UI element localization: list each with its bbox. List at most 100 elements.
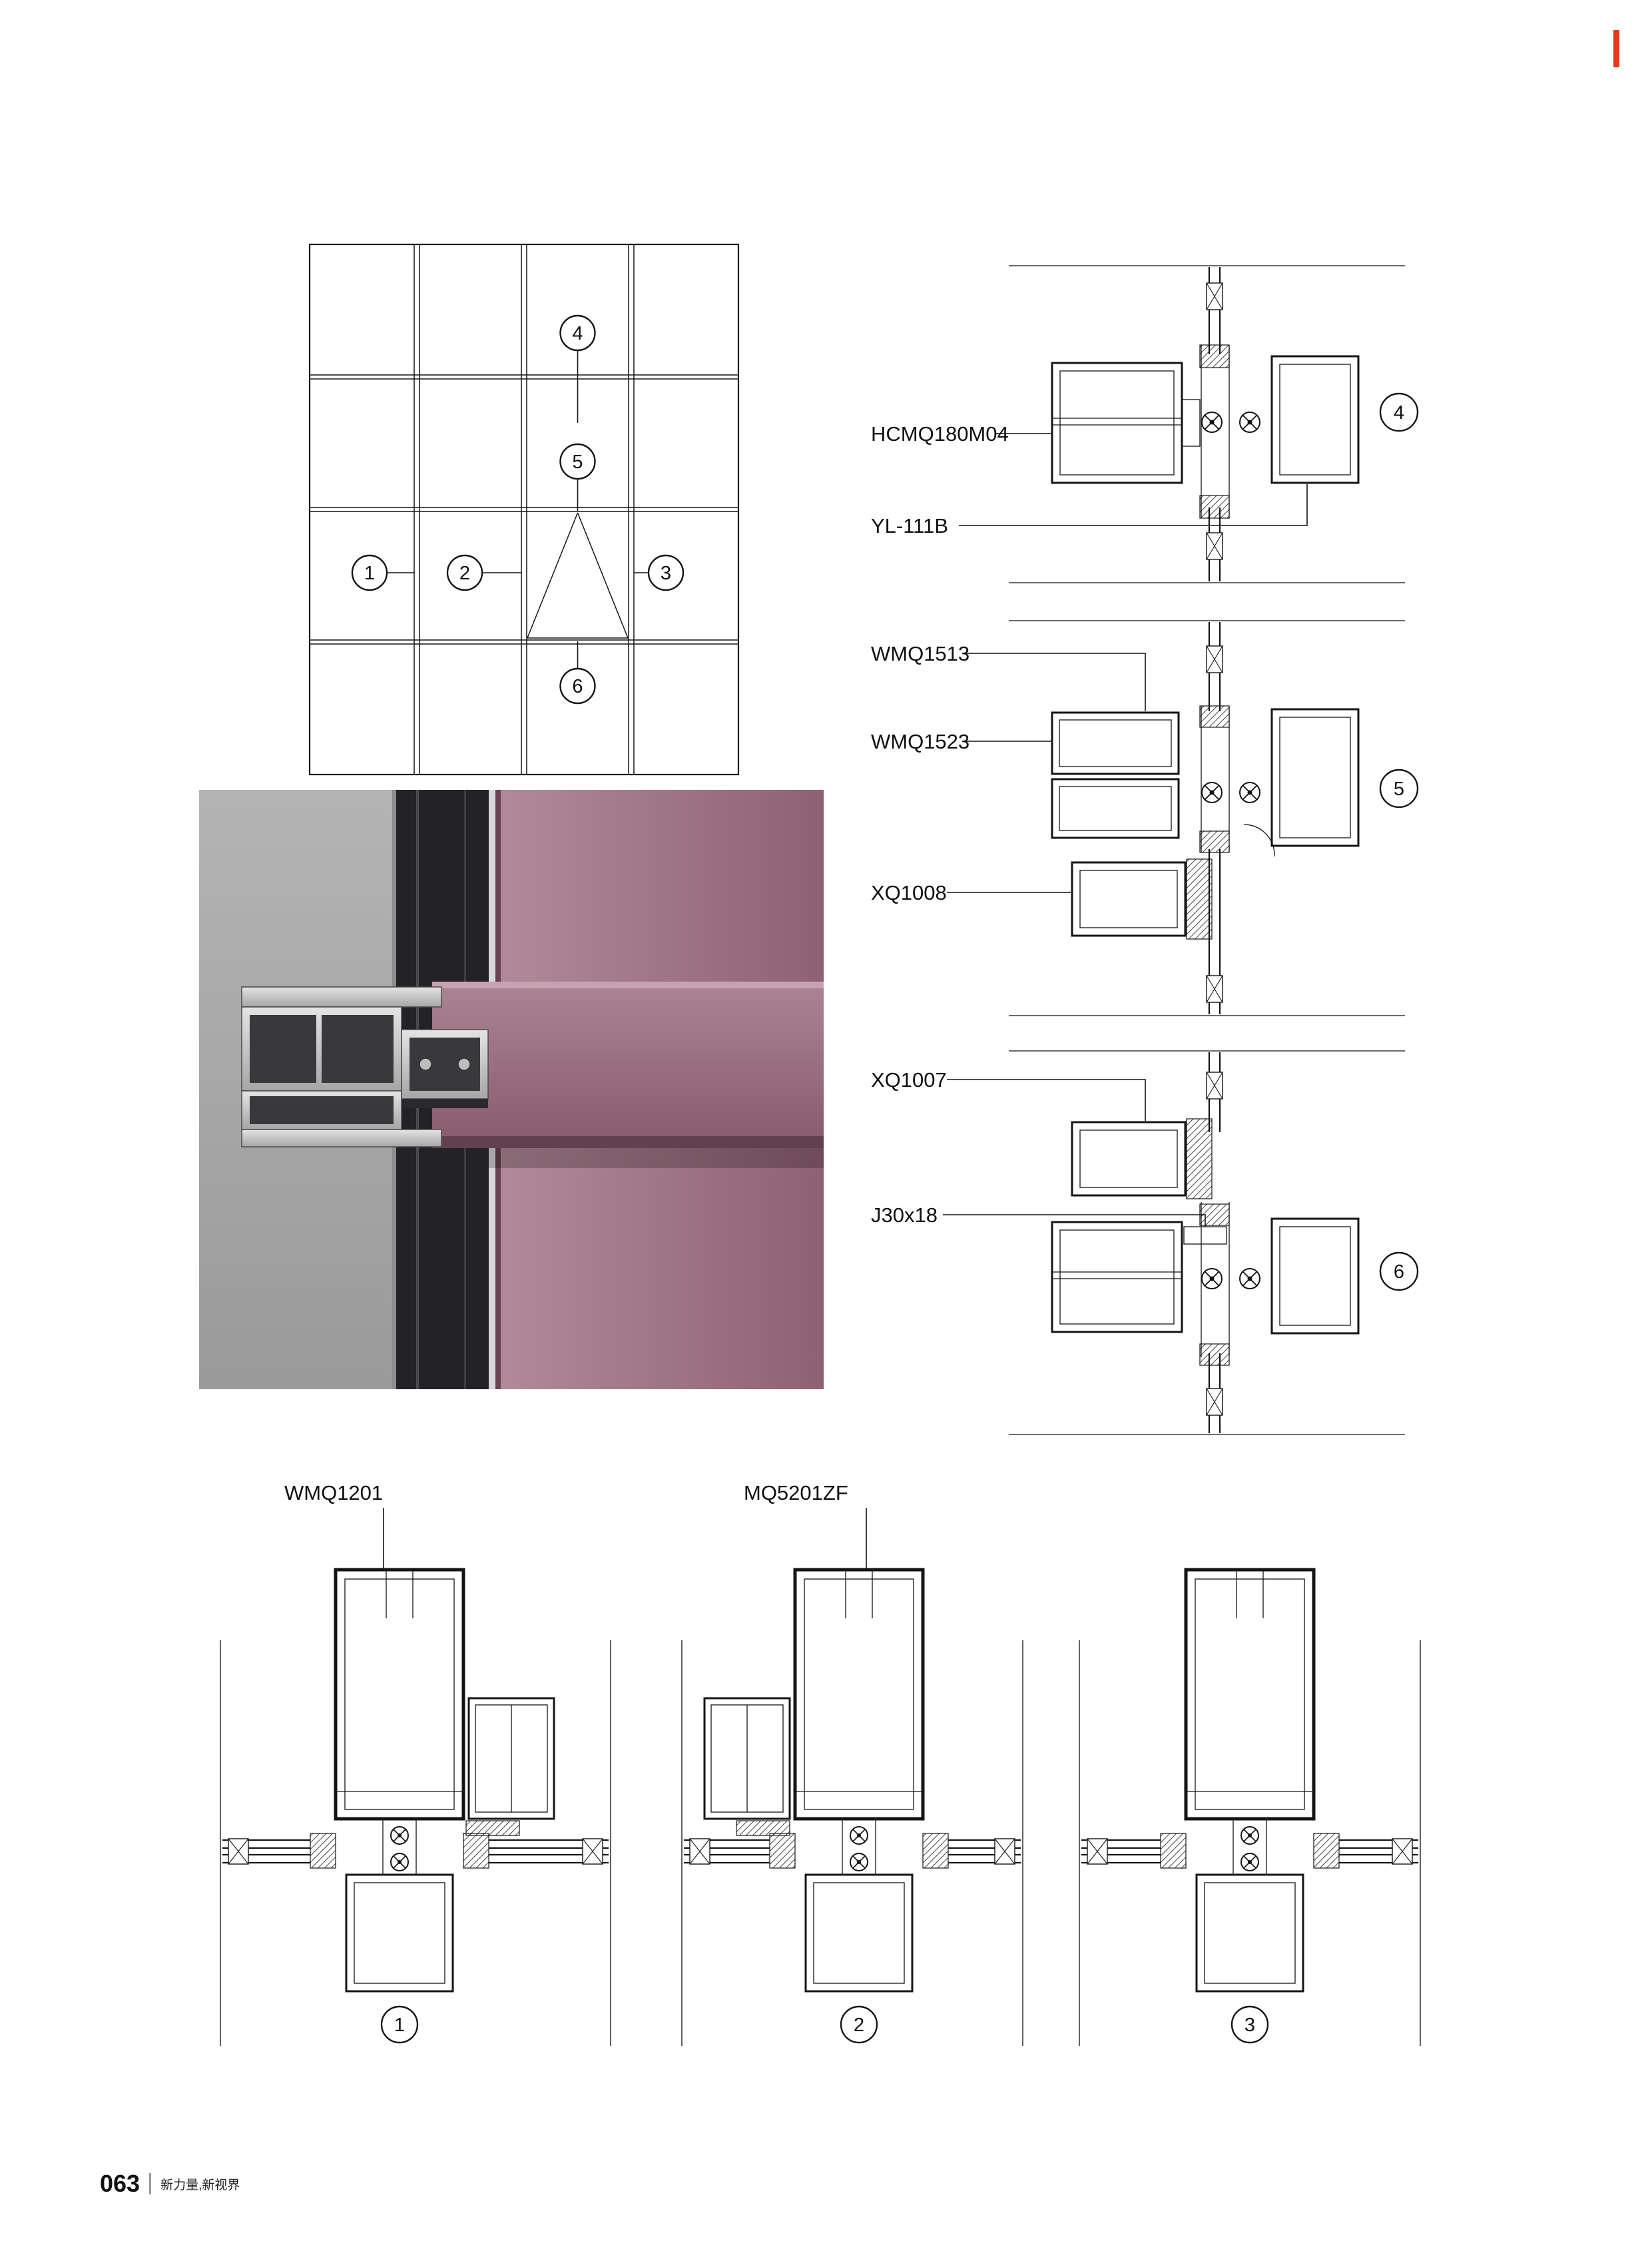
callout-number: 2 — [854, 2015, 864, 2036]
callout-4: 4 — [559, 314, 596, 423]
detail-4-transom-section: HCMQ180M04 YL-111B 4 — [871, 267, 1419, 581]
callout-5: 5 — [559, 443, 596, 511]
transom-profile — [1051, 1221, 1183, 1333]
glass-spacer-icon — [582, 1838, 603, 1865]
glass-spacer-icon — [1206, 1072, 1223, 1100]
glass-spacer-icon — [994, 1838, 1015, 1865]
gasket-hatch — [1199, 1343, 1230, 1366]
bolt-symbol — [1201, 782, 1223, 803]
detail-2-mullion-plan: 2 — [681, 1568, 1023, 2046]
glass-spacer-icon — [228, 1838, 249, 1865]
label-wmq1201: WMQ1201 — [284, 1481, 384, 1568]
callout-circle — [1231, 2005, 1269, 2044]
cover-yl-111b — [1270, 355, 1360, 484]
bolt-symbol — [850, 1853, 868, 1871]
callout-circle — [840, 2005, 878, 2044]
elevation-grid — [308, 243, 740, 776]
part-label: WMQ1513 — [871, 642, 969, 665]
glass-spacer-icon — [1206, 975, 1223, 1003]
page-number: 063 — [100, 2170, 140, 2197]
gasket-hatch — [769, 1833, 796, 1869]
part-label: XQ1008 — [871, 881, 947, 904]
profile-wmq1523 — [1051, 778, 1180, 839]
cover-profile — [1270, 1217, 1360, 1335]
label-mq5201zf: MQ5201ZF — [744, 1481, 867, 1568]
callout-circle — [1379, 392, 1419, 432]
mullion-profile — [1184, 1568, 1316, 1821]
profile-hcmq180m04 — [1051, 362, 1201, 484]
vertical-section-details: HCMQ180M04 YL-111B 4 — [871, 265, 1419, 1435]
gasket-hatch — [1160, 1833, 1187, 1869]
label-leader — [947, 1079, 1146, 1121]
detail-5-vent-head-section: WMQ1513 WMQ1523 XQ1008 5 — [871, 622, 1419, 1014]
bolt-symbol — [850, 1826, 868, 1845]
glass-pane — [222, 1839, 609, 1864]
callout-5: 5 — [1379, 769, 1419, 808]
label-yl-111b: YL-111B — [871, 484, 1308, 537]
bolt-symbol — [1239, 782, 1260, 803]
transom-beam — [432, 982, 824, 1168]
gasket-hatch — [736, 1820, 790, 1836]
label-wmq1513: WMQ1513 — [871, 642, 1146, 711]
gasket-hatch — [1199, 495, 1230, 519]
callout-6: 6 — [559, 641, 596, 705]
callout-circle — [647, 554, 685, 591]
glass-spacer-icon — [1206, 1388, 1223, 1416]
detail-1-mullion-plan: 1 — [220, 1568, 611, 2046]
gasket-hatch — [1186, 858, 1213, 940]
callout-number: 5 — [1394, 779, 1404, 800]
gasket-hatch — [1313, 1833, 1340, 1869]
callout-circle — [380, 2005, 419, 2044]
callout-circle — [559, 443, 596, 480]
label-leader — [965, 653, 1146, 711]
gasket-hatch — [1199, 830, 1230, 853]
cover-profile — [345, 1873, 454, 1993]
vent-sash-profile — [703, 1697, 791, 1836]
gasket-hatch — [463, 1833, 489, 1869]
glass-spacer-icon — [1087, 1838, 1108, 1865]
callout-circle — [1379, 769, 1419, 808]
aluminum-profile-cutaway — [241, 986, 489, 1147]
profile-xq1008 — [1071, 861, 1187, 937]
glass-pane — [1208, 1052, 1221, 1433]
footer-tagline: 新力量,新视界 — [160, 2178, 240, 2192]
callout-number: 3 — [1244, 2015, 1255, 2036]
glass-spacer-icon — [1206, 532, 1223, 560]
callout-number: 5 — [572, 452, 583, 473]
vent-sash-profile — [465, 1697, 555, 1836]
part-label: MQ5201ZF — [744, 1481, 848, 1504]
callout-number: 1 — [364, 563, 375, 584]
elevation-key-diagram: 4 5 6 1 2 3 — [308, 243, 740, 776]
detail-6-vent-sill-section: XQ1007 J30x18 6 — [871, 1052, 1419, 1433]
part-label: YL-111B — [871, 514, 948, 537]
callout-3: 3 — [634, 554, 685, 591]
bolt-symbol — [1239, 1268, 1260, 1289]
part-label: WMQ1201 — [284, 1481, 383, 1504]
bolt-symbol — [1201, 1268, 1223, 1289]
bolt-symbol — [1240, 1853, 1259, 1871]
bolt-symbol — [1240, 1826, 1259, 1845]
callout-circle — [351, 554, 388, 591]
part-j30x18 — [1183, 1226, 1227, 1245]
label-wmq1523: WMQ1523 — [871, 730, 1052, 753]
page-footer: 063 新力量,新视界 — [100, 2170, 240, 2198]
callout-6: 6 — [1379, 1251, 1419, 1291]
label-leader — [943, 1214, 1206, 1227]
label-j30x18: J30x18 — [871, 1203, 1206, 1227]
vent-swing-arc — [1243, 824, 1275, 857]
callout-number: 4 — [1394, 402, 1404, 424]
print-mark — [1613, 30, 1619, 67]
horizontal-section-details: WMQ1201 MQ5201ZF — [220, 1481, 1421, 2046]
bolt-symbol — [390, 1853, 409, 1871]
callout-circle — [559, 667, 596, 705]
cover-profile — [804, 1873, 914, 1993]
callout-circle — [446, 554, 483, 591]
bolt-symbol — [1239, 412, 1260, 433]
glass-spacer-icon — [1392, 1838, 1413, 1865]
label-xq1007: XQ1007 — [871, 1068, 1146, 1121]
callout-number: 3 — [661, 563, 671, 584]
callout-number: 6 — [1394, 1261, 1404, 1283]
profile-xq1007 — [1071, 1121, 1187, 1197]
product-render-image — [199, 790, 824, 1389]
